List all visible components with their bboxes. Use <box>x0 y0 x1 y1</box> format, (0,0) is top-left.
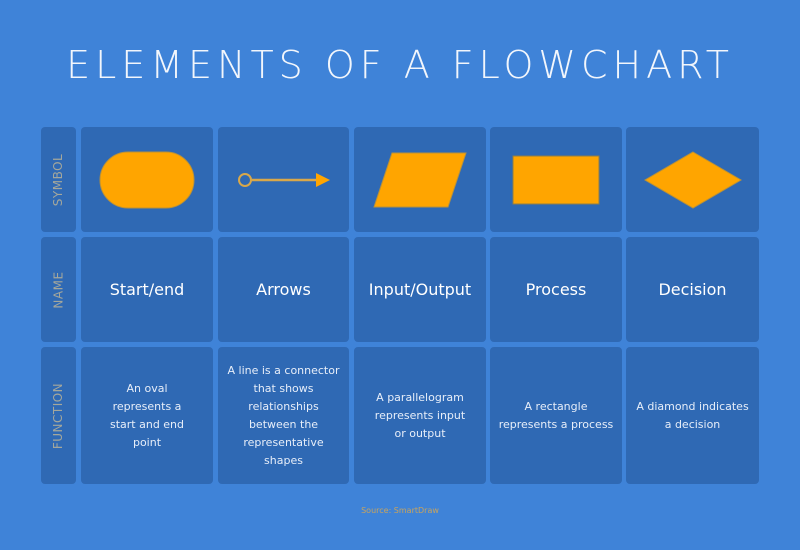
diamond-icon <box>643 150 742 209</box>
element-name: Process <box>525 280 587 299</box>
row-label-symbol-cell: SYMBOL <box>41 127 76 232</box>
rectangle-icon <box>512 155 600 204</box>
element-function: An oval represents a start and end point <box>109 381 185 449</box>
name-cell-process: Process <box>490 237 622 342</box>
element-name: Arrows <box>256 280 311 299</box>
function-cell-input-output: A parallelogram represents input or outp… <box>354 347 486 484</box>
element-name: Decision <box>658 280 727 299</box>
function-cell-start-end: An oval represents a start and end point <box>81 347 213 484</box>
oval-icon <box>99 151 195 208</box>
element-name: Start/end <box>109 280 185 299</box>
symbol-cell-input-output <box>354 127 486 232</box>
row-label-name: NAME <box>51 270 66 309</box>
row-label-function: FUNCTION <box>51 382 66 449</box>
element-function: A rectangle represents a process <box>498 399 614 431</box>
name-cell-input-output: Input/Output <box>354 237 486 342</box>
symbol-cell-start-end <box>81 127 213 232</box>
element-function: A diamond indicates a decision <box>636 399 749 431</box>
arrow-connector-icon <box>237 172 330 187</box>
element-name: Input/Output <box>368 280 472 299</box>
source-credit: Source: SmartDraw <box>361 506 439 515</box>
element-function: A parallelogram represents input or outp… <box>374 390 466 440</box>
page-title: ELEMENTS OF A FLOWCHART <box>66 43 734 87</box>
function-cell-decision: A diamond indicates a decision <box>626 347 759 484</box>
parallelogram-icon <box>373 152 467 207</box>
row-label-function-cell: FUNCTION <box>41 347 76 484</box>
function-cell-arrows: A line is a connector that shows relatio… <box>218 347 349 484</box>
function-cell-process: A rectangle represents a process <box>490 347 622 484</box>
element-function: A line is a connector that shows relatio… <box>227 363 340 467</box>
name-cell-arrows: Arrows <box>218 237 349 342</box>
row-label-symbol: SYMBOL <box>51 153 66 206</box>
symbol-cell-process <box>490 127 622 232</box>
symbol-cell-decision <box>626 127 759 232</box>
name-cell-decision: Decision <box>626 237 759 342</box>
row-label-name-cell: NAME <box>41 237 76 342</box>
name-cell-start-end: Start/end <box>81 237 213 342</box>
symbol-cell-arrows <box>218 127 349 232</box>
